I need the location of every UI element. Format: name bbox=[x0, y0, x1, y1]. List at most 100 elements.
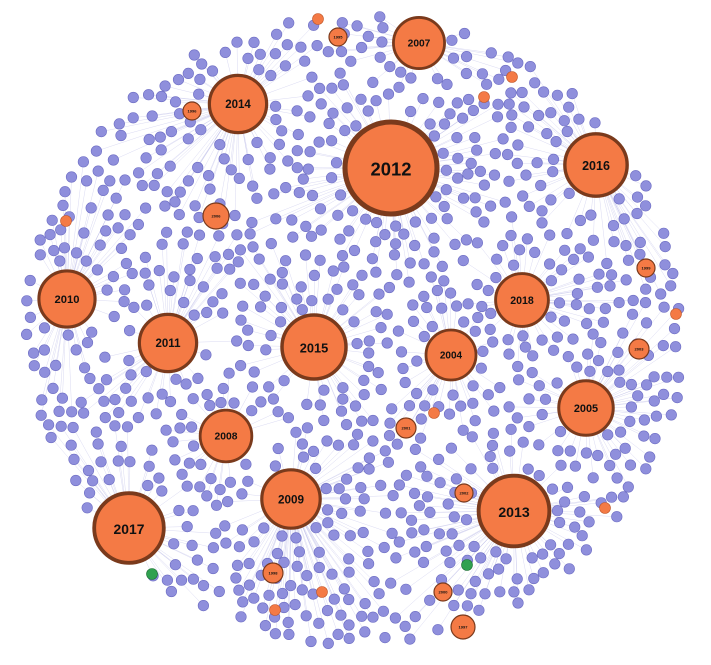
paper-node[interactable] bbox=[156, 388, 168, 400]
paper-node[interactable] bbox=[446, 34, 458, 46]
paper-node[interactable] bbox=[382, 456, 395, 468]
minor-year-node[interactable]: 1999 bbox=[636, 258, 656, 278]
paper-node[interactable] bbox=[112, 222, 124, 234]
paper-node[interactable] bbox=[502, 334, 514, 346]
paper-node[interactable] bbox=[587, 234, 600, 246]
paper-node[interactable] bbox=[246, 381, 259, 393]
paper-node[interactable] bbox=[213, 230, 225, 242]
paper-node[interactable] bbox=[176, 468, 188, 480]
paper-node[interactable] bbox=[448, 599, 460, 612]
paper-node[interactable] bbox=[278, 556, 290, 569]
paper-node[interactable] bbox=[436, 260, 448, 273]
paper-node[interactable] bbox=[113, 118, 125, 130]
paper-node[interactable] bbox=[306, 71, 318, 83]
paper-node[interactable] bbox=[672, 371, 685, 383]
paper-node[interactable] bbox=[469, 132, 481, 144]
paper-node[interactable] bbox=[181, 480, 193, 492]
paper-node[interactable] bbox=[246, 405, 258, 417]
paper-node[interactable] bbox=[436, 302, 448, 314]
year-hub-2004[interactable]: 2004 bbox=[424, 328, 478, 382]
paper-node[interactable] bbox=[474, 165, 487, 177]
paper-node[interactable] bbox=[311, 39, 323, 52]
paper-node[interactable] bbox=[313, 136, 325, 148]
paper-node[interactable] bbox=[304, 111, 316, 123]
paper-node[interactable] bbox=[441, 213, 453, 225]
paper-node[interactable] bbox=[161, 574, 173, 586]
paper-node[interactable] bbox=[545, 311, 557, 323]
paper-node[interactable] bbox=[280, 255, 292, 267]
paper-node[interactable] bbox=[189, 200, 201, 212]
paper-node[interactable] bbox=[271, 28, 283, 40]
paper-node[interactable] bbox=[409, 216, 422, 228]
paper-node[interactable] bbox=[165, 585, 177, 598]
paper-node[interactable] bbox=[170, 373, 182, 385]
paper-node[interactable] bbox=[47, 382, 59, 395]
paper-node[interactable] bbox=[551, 505, 564, 517]
paper-node[interactable] bbox=[91, 264, 103, 276]
paper-node[interactable] bbox=[93, 383, 105, 395]
paper-node[interactable] bbox=[70, 474, 82, 487]
paper-node[interactable] bbox=[355, 482, 367, 494]
paper-node[interactable] bbox=[547, 166, 559, 178]
paper-node[interactable] bbox=[306, 295, 318, 307]
paper-node[interactable] bbox=[524, 60, 536, 73]
paper-node[interactable] bbox=[421, 491, 434, 503]
paper-node[interactable] bbox=[555, 459, 567, 471]
paper-node[interactable] bbox=[56, 392, 69, 404]
paper-node[interactable] bbox=[443, 408, 456, 420]
paper-node[interactable] bbox=[160, 424, 172, 436]
paper-node[interactable] bbox=[326, 135, 338, 147]
paper-node[interactable] bbox=[358, 389, 370, 401]
paper-node[interactable] bbox=[512, 139, 524, 151]
paper-node[interactable] bbox=[529, 77, 541, 89]
paper-node[interactable] bbox=[335, 609, 347, 621]
paper-node[interactable] bbox=[197, 579, 210, 592]
paper-node[interactable] bbox=[445, 287, 457, 299]
paper-node[interactable] bbox=[601, 257, 613, 270]
paper-node[interactable] bbox=[366, 253, 379, 265]
paper-node[interactable] bbox=[426, 320, 438, 333]
paper-node[interactable] bbox=[246, 216, 258, 229]
paper-node[interactable] bbox=[132, 218, 144, 231]
paper-node[interactable] bbox=[351, 428, 364, 440]
paper-node[interactable] bbox=[58, 242, 71, 254]
paper-node[interactable] bbox=[659, 259, 671, 271]
paper-node[interactable] bbox=[445, 442, 458, 454]
paper-node[interactable] bbox=[169, 559, 181, 571]
paper-node[interactable] bbox=[77, 156, 89, 168]
paper-node[interactable] bbox=[499, 196, 511, 208]
paper-node[interactable] bbox=[66, 406, 78, 418]
paper-node[interactable] bbox=[563, 101, 575, 113]
paper-node[interactable] bbox=[341, 102, 353, 114]
paper-node[interactable] bbox=[384, 60, 396, 73]
paper-node[interactable] bbox=[50, 359, 62, 372]
paper-node[interactable] bbox=[356, 269, 368, 281]
paper-node[interactable] bbox=[413, 500, 426, 512]
paper-node[interactable] bbox=[336, 250, 349, 262]
paper-node[interactable] bbox=[359, 597, 371, 610]
paper-node[interactable] bbox=[626, 308, 639, 320]
paper-node[interactable] bbox=[632, 390, 644, 402]
paper-node[interactable] bbox=[328, 593, 340, 605]
paper-node[interactable] bbox=[187, 505, 199, 517]
paper-node[interactable] bbox=[124, 229, 136, 241]
paper-node[interactable] bbox=[391, 438, 403, 450]
paper-node[interactable] bbox=[326, 568, 338, 580]
paper-node[interactable] bbox=[175, 574, 188, 586]
paper-node[interactable] bbox=[451, 300, 463, 312]
paper-node[interactable] bbox=[313, 546, 325, 558]
paper-node[interactable] bbox=[146, 110, 158, 122]
paper-node[interactable] bbox=[407, 299, 419, 311]
paper-node[interactable] bbox=[53, 405, 65, 418]
paper-node[interactable] bbox=[236, 488, 248, 500]
paper-node[interactable] bbox=[271, 547, 284, 560]
paper-node[interactable] bbox=[503, 98, 515, 110]
paper-node[interactable] bbox=[508, 586, 520, 598]
paper-node[interactable] bbox=[440, 164, 453, 176]
paper-node[interactable] bbox=[482, 284, 494, 297]
paper-node[interactable] bbox=[513, 244, 526, 256]
paper-node[interactable] bbox=[479, 588, 491, 600]
paper-node[interactable] bbox=[371, 217, 383, 229]
paper-node[interactable] bbox=[126, 267, 138, 280]
paper-node[interactable] bbox=[536, 548, 549, 560]
